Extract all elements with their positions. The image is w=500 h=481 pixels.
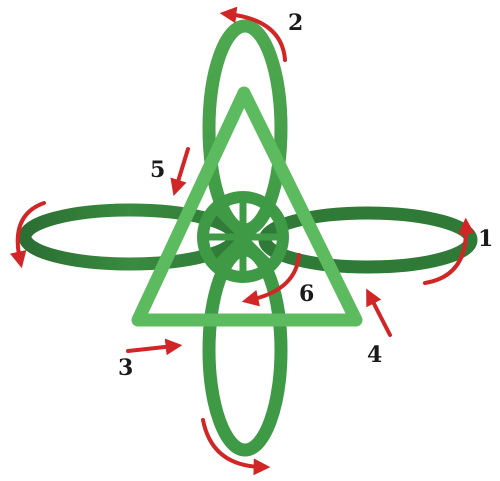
label-4: 4 <box>367 342 382 368</box>
label-3: 3 <box>118 355 133 381</box>
arrow-5 <box>176 149 188 188</box>
arrow-4 <box>370 296 390 335</box>
loop-right <box>265 213 471 267</box>
label-2: 2 <box>288 10 303 36</box>
label-5: 5 <box>150 157 165 183</box>
label-6: 6 <box>299 281 314 307</box>
arrow-3 <box>128 346 174 351</box>
center-spokes <box>206 200 280 274</box>
label-1: 1 <box>478 226 493 252</box>
knot <box>25 26 471 450</box>
